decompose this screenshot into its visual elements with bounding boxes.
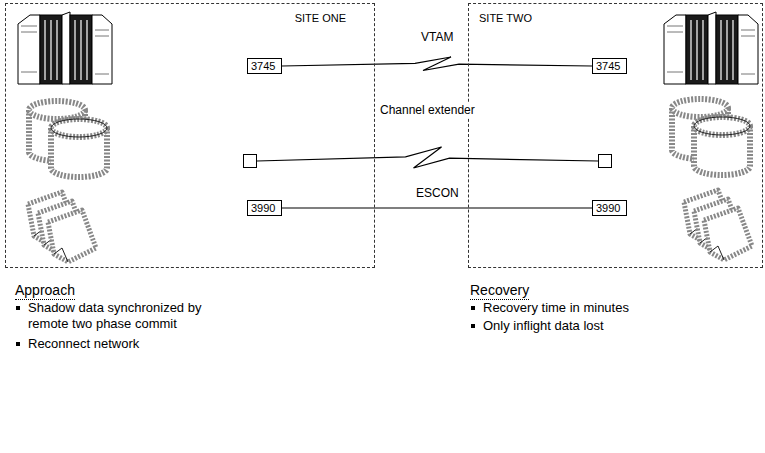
disk-icon [672,99,750,175]
section-heading: Approach [15,282,75,300]
device-box [598,154,612,168]
device-label: 3990 [596,202,620,214]
bullet-text: Shadow data synchronized by remote two p… [15,300,230,332]
bullet-marker [471,306,475,310]
documents-icon [28,192,96,262]
site-region: SITE TWO 3745 3990 [468,3,763,268]
device-label: 3745 [251,60,275,72]
bullet-text: Reconnect network [15,336,230,352]
site-title: SITE ONE [295,12,346,25]
link-label: VTAM [418,30,456,44]
bullet-item: Recovery time in minutes [470,300,755,316]
section-heading-box: Recovery [470,281,529,300]
link-connector [282,57,592,71]
device-box: 3990 [247,200,282,216]
device-label: 3745 [596,60,620,72]
bullet-marker [471,324,475,328]
mainframe-icon [664,12,758,84]
disk-icon [29,101,107,177]
site-two-icons [664,12,758,260]
section-heading-box: Approach [15,281,75,300]
link-label: ESCON [413,186,462,200]
site-one-icons [18,12,112,262]
device-box [243,154,257,168]
device-box: 3745 [592,58,627,74]
link-label: Channel extender [377,103,478,117]
link-connector [282,207,592,208]
site-region: SITE ONE 3745 3990 [5,3,375,268]
device-box: 3990 [592,200,627,216]
device-box: 3745 [247,58,282,74]
documents-icon [684,190,752,260]
mainframe-icon [18,12,112,84]
site-title: SITE TWO [479,12,532,25]
bullet-marker [16,342,20,346]
bullet-item: Only inflight data lost [470,318,755,334]
bullet-text: Only inflight data lost [470,318,755,334]
link-connector [257,147,598,168]
bullet-item: Reconnect network [15,336,230,352]
bullet-item: Shadow data synchronized by remote two p… [15,300,230,332]
device-label: 3990 [251,202,275,214]
bullet-marker [16,306,20,310]
section-heading: Recovery [470,282,529,300]
bullet-text: Recovery time in minutes [470,300,755,316]
